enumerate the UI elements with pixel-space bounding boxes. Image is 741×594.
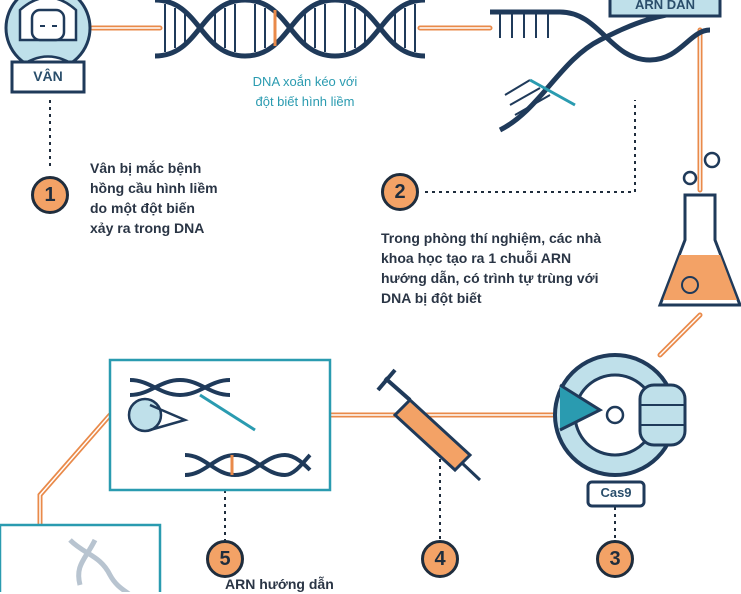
dashed-guides xyxy=(49,100,636,540)
cell-panel xyxy=(0,523,162,592)
step-5-text: ARN hướng dẫn xyxy=(225,576,334,592)
cas9-icon xyxy=(553,353,687,477)
guide-rna-helix xyxy=(490,7,721,133)
person-name: VÂN xyxy=(33,68,63,84)
repair-panel xyxy=(108,358,332,492)
dna-caption: DNA xoắn kéo với đột biết hình liềm xyxy=(252,74,358,109)
person-name-badge xyxy=(10,60,86,94)
step-4-badge: 4 xyxy=(421,540,459,578)
step-2-badge: 2 xyxy=(381,173,419,211)
syringe-icon xyxy=(376,368,482,482)
guide-rna-badge xyxy=(608,0,722,18)
step-5-badge: 5 xyxy=(206,540,244,578)
guide-rna-label: ARN DẪN xyxy=(635,0,695,12)
step-1-badge: 1 xyxy=(31,176,69,214)
flask-icon xyxy=(657,151,741,307)
cas9-label: Cas9 xyxy=(600,485,632,500)
cas9-badge xyxy=(586,480,646,508)
step-1-text: Vân bị mắc bệnh hồng cầu hình liềm do mộ… xyxy=(90,160,218,236)
dna-helix xyxy=(154,0,426,59)
step-2-text: Trong phòng thí nghiệm, các nhà khoa học… xyxy=(381,230,602,306)
step-3-badge: 3 xyxy=(596,540,634,578)
person-avatar xyxy=(4,0,92,72)
